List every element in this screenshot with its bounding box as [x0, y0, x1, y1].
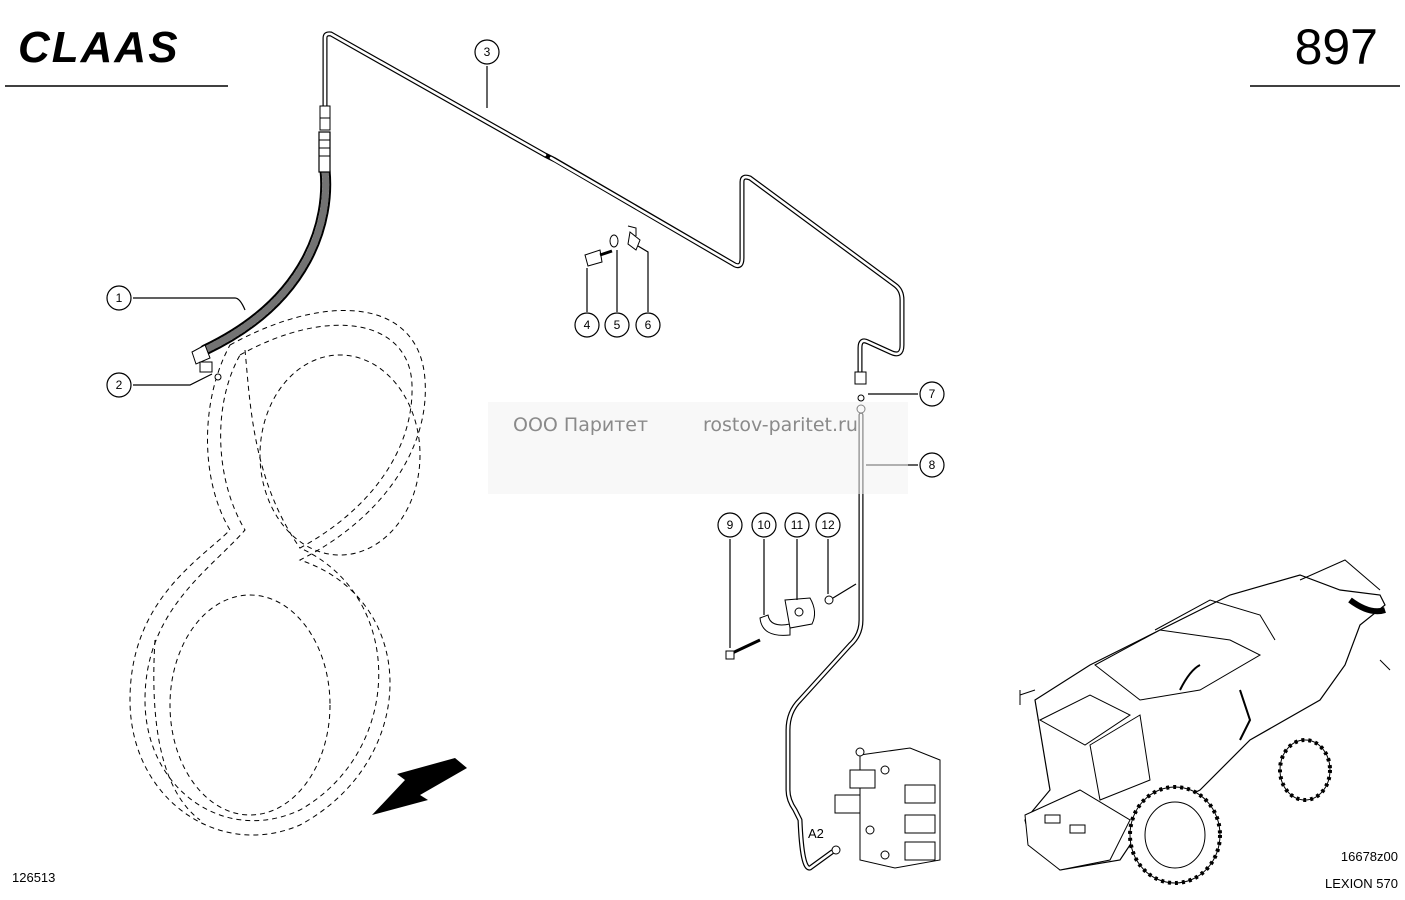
svg-text:1: 1	[116, 291, 123, 305]
svg-text:7: 7	[929, 387, 936, 401]
brand-logo: CLAAS	[18, 23, 180, 72]
svg-text:4: 4	[584, 318, 591, 332]
callout-12: 12	[815, 512, 841, 594]
clamp-assembly	[725, 595, 834, 660]
callout-2: 2	[106, 372, 213, 398]
svg-text:10: 10	[757, 518, 771, 532]
callout-1: 1	[106, 285, 246, 311]
page-number: 897	[1295, 19, 1378, 75]
svg-text:11: 11	[791, 518, 804, 532]
watermark-website: rostov-paritet.ru	[703, 414, 858, 436]
svg-text:3: 3	[484, 45, 491, 59]
callout-6: 6	[635, 245, 661, 338]
svg-text:8: 8	[929, 458, 936, 472]
belt-drive-outline	[129, 309, 426, 836]
svg-text:9: 9	[727, 518, 734, 532]
svg-text:6: 6	[645, 318, 652, 332]
callout-3: 3	[474, 39, 500, 108]
bolt-washer-clip-group	[584, 225, 641, 267]
svg-text:2: 2	[116, 378, 123, 392]
figure-code: 16678z00	[1341, 849, 1398, 864]
callout-9: 9	[717, 512, 743, 648]
callout-10: 10	[751, 512, 777, 615]
svg-text:5: 5	[614, 318, 621, 332]
watermark-company: ООО Паритет	[513, 414, 648, 436]
svg-text:12: 12	[821, 518, 835, 532]
watermark-band	[488, 402, 908, 494]
hydraulic-hose	[191, 117, 332, 381]
port-label-a2: A2	[808, 826, 824, 841]
control-valve-block	[834, 747, 941, 869]
callout-5: 5	[604, 250, 630, 338]
hydraulic-pipe-upper	[319, 31, 905, 385]
callout-7: 7	[868, 381, 945, 407]
clamp-leader-line	[832, 583, 857, 599]
model-name: LEXION 570	[1325, 876, 1398, 891]
combine-harvester-illustration	[1019, 559, 1391, 885]
drawing-number: 126513	[12, 870, 55, 885]
callout-11: 11	[784, 512, 810, 600]
hydraulic-pipe-lower	[785, 394, 866, 871]
direction-arrow-icon	[372, 758, 467, 815]
callout-4: 4	[574, 268, 600, 338]
